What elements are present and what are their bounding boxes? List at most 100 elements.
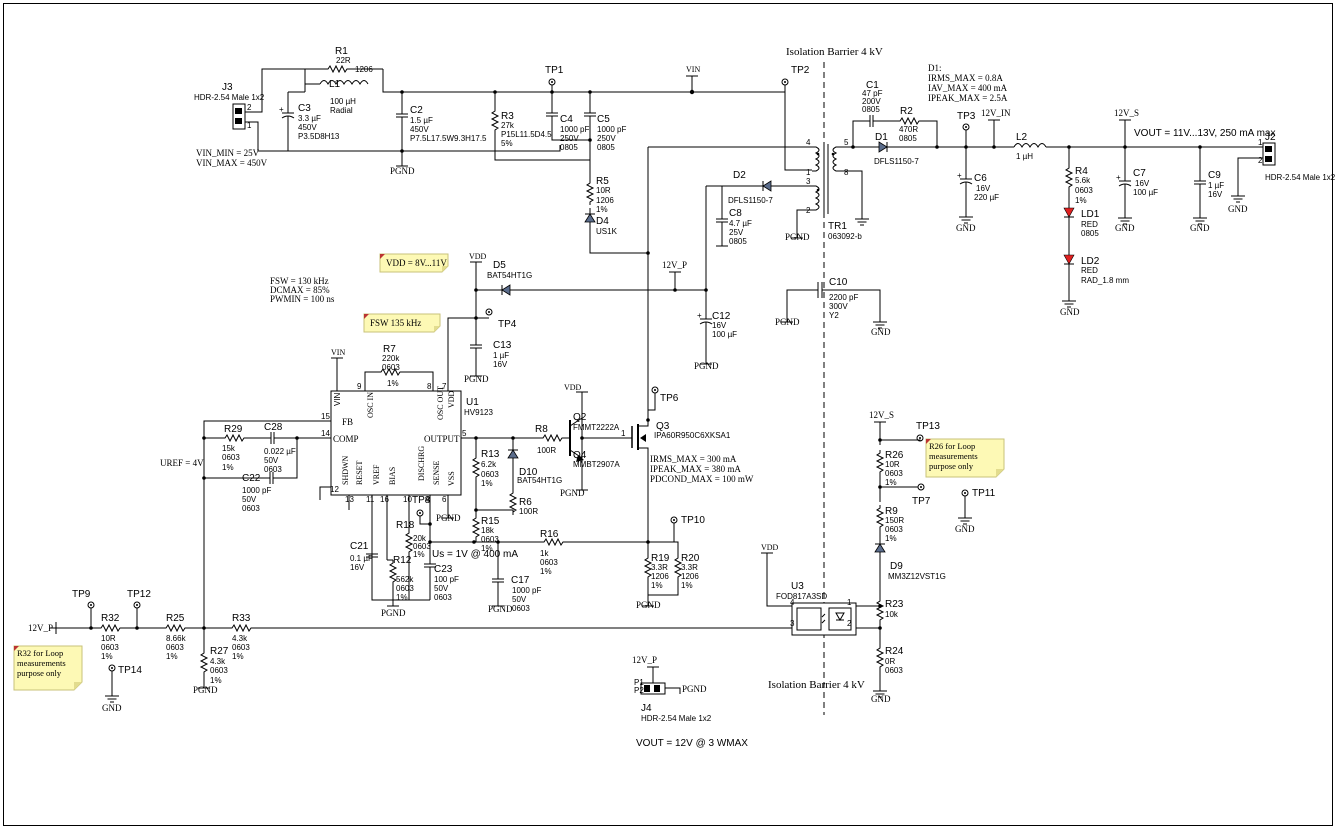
r3-v3: 5% <box>501 139 513 148</box>
r5-v1: 10R <box>596 186 611 195</box>
labels: Isolation Barrier 4 kV Isolation Barrier… <box>28 46 1336 749</box>
r15-ref: R15 <box>481 516 500 527</box>
r4-v3: 1% <box>1075 196 1087 205</box>
r26-v2: 0603 <box>885 469 903 478</box>
pgnd-c13-label: PGND <box>464 374 489 384</box>
r20-v2: 1206 <box>681 572 699 581</box>
c1-v2: 200V <box>862 97 881 106</box>
r24-v1: 0R <box>885 657 895 666</box>
c8-v3: 0805 <box>729 237 747 246</box>
gnd-tp14-label: GND <box>102 703 122 713</box>
q4-ref: Q4 <box>573 450 587 461</box>
gnd-ld2-label: GND <box>1060 307 1080 317</box>
c4-v3: 0805 <box>560 143 578 152</box>
d5-ref: D5 <box>493 260 506 271</box>
c5-v2: 250V <box>597 134 616 143</box>
pgnd-q4-label: PGND <box>560 488 585 498</box>
gnd-r24-label: GND <box>871 694 891 704</box>
d4-v1: US1K <box>596 227 618 236</box>
u1-pin-bias: BIAS <box>388 467 397 485</box>
u1-pin-comp: COMP <box>333 434 359 444</box>
sticky-r26-text: R26 for Loop measurements purpose only <box>929 441 978 471</box>
j4-pin1: P1 <box>634 678 644 687</box>
r18-ref: R18 <box>396 520 415 531</box>
u3-p2: 2 <box>847 619 852 628</box>
c4-v1: 1000 pF <box>560 125 589 134</box>
q3-pdcond-note: PDCOND_MAX = 100 mW <box>650 474 754 484</box>
r19-v2: 1206 <box>651 572 669 581</box>
r20-v1: 3.3R <box>681 563 698 572</box>
c2-v1: 1.5 µF <box>410 116 433 125</box>
tp11-label: TP11 <box>972 488 996 499</box>
rail-12v-p-j4: 12V_P <box>632 655 657 665</box>
gnd-c6-label: GND <box>956 223 976 233</box>
u1-pinnum-13: 13 <box>345 495 354 504</box>
gnd-c7-label: GND <box>1115 223 1135 233</box>
c4-v2: 250V <box>560 134 579 143</box>
barrier-top-label: Isolation Barrier 4 kV <box>786 46 883 58</box>
tr1-p5: 5 <box>844 138 849 147</box>
r27-v1: 4.3k <box>210 657 226 666</box>
c22-v1: 1000 pF <box>242 486 271 495</box>
d1-ref: D1 <box>875 132 888 143</box>
r27-ref: R27 <box>210 646 229 657</box>
u1-pin-dischrg: DISCHRG <box>417 446 426 481</box>
c7-v2: 100 µF <box>1133 188 1158 197</box>
r33-v3: 1% <box>232 652 244 661</box>
uref-note: UREF = 4V <box>160 458 204 468</box>
pgnd-c10-label: PGND <box>775 317 800 327</box>
r15-v1: 18k <box>481 526 495 535</box>
q3-irms-note: IRMS_MAX = 300 mA <box>650 454 737 464</box>
j2-pin2: 2 <box>1258 156 1263 165</box>
u1-pin-sense: SENSE <box>432 460 441 485</box>
u1-pin-osc-in: OSC IN <box>366 392 375 418</box>
u1-pin-vin: VIN <box>333 392 342 406</box>
c28-v3: 0603 <box>264 465 282 474</box>
r26-v1: 10R <box>885 460 900 469</box>
c3-v1: 3.3 µF <box>298 114 321 123</box>
r1-v1: 22R <box>336 56 351 65</box>
c23-ref: C23 <box>434 564 453 575</box>
r32-v3: 1% <box>101 652 113 661</box>
c22-v3: 0603 <box>242 504 260 513</box>
r12-v1: 562k <box>396 575 414 584</box>
r20-v3: 1% <box>681 581 693 590</box>
r26-v3: 1% <box>885 478 897 487</box>
gnd-j2-label: GND <box>1228 204 1248 214</box>
c22-ref: C22 <box>242 473 261 484</box>
j3-ref: J3 <box>222 82 233 93</box>
tp14-label: TP14 <box>118 665 142 676</box>
r27-v3: 1% <box>210 676 222 685</box>
r20-ref: R20 <box>681 553 700 564</box>
r15-v2: 0603 <box>481 535 499 544</box>
r13-v2: 0603 <box>481 470 499 479</box>
sticky-fsw-text: FSW 135 kHz <box>370 318 421 328</box>
u1-ref: U1 <box>466 397 479 408</box>
vin-min-note: VIN_MIN = 25V <box>196 148 260 158</box>
r3-ref: R3 <box>501 111 514 122</box>
r8-ref: R8 <box>535 424 548 435</box>
r13-v3: 1% <box>481 479 493 488</box>
c21-v2: 16V <box>350 563 365 572</box>
c13-v1: 1 µF <box>493 351 509 360</box>
r24-v2: 0603 <box>885 666 903 675</box>
u1-pinnum-15: 15 <box>321 412 330 421</box>
u1-pinnum-14: 14 <box>321 429 330 438</box>
c17-ref: C17 <box>511 575 530 586</box>
d4-ref: D4 <box>596 216 609 227</box>
c4-ref: C4 <box>560 114 573 125</box>
tr1-part: 063092-b <box>828 232 862 241</box>
u1-pinnum-4: 4 <box>425 495 430 504</box>
r25-ref: R25 <box>166 613 185 624</box>
r12-v3: 1% <box>396 593 408 602</box>
r19-v1: 3.3R <box>651 563 668 572</box>
r9-v2: 0603 <box>885 525 903 534</box>
r26-ref: R26 <box>885 450 904 461</box>
q3-pin1: 1 <box>621 429 626 438</box>
u1-pin-vdd: VDD <box>447 390 456 408</box>
q3-ref: Q3 <box>656 421 670 432</box>
vin-rail-label: VIN <box>686 65 700 74</box>
r18-v1: 20k <box>413 534 427 543</box>
r25-v2: 0603 <box>166 643 184 652</box>
c3-v3: P3.5D8H13 <box>298 132 340 141</box>
